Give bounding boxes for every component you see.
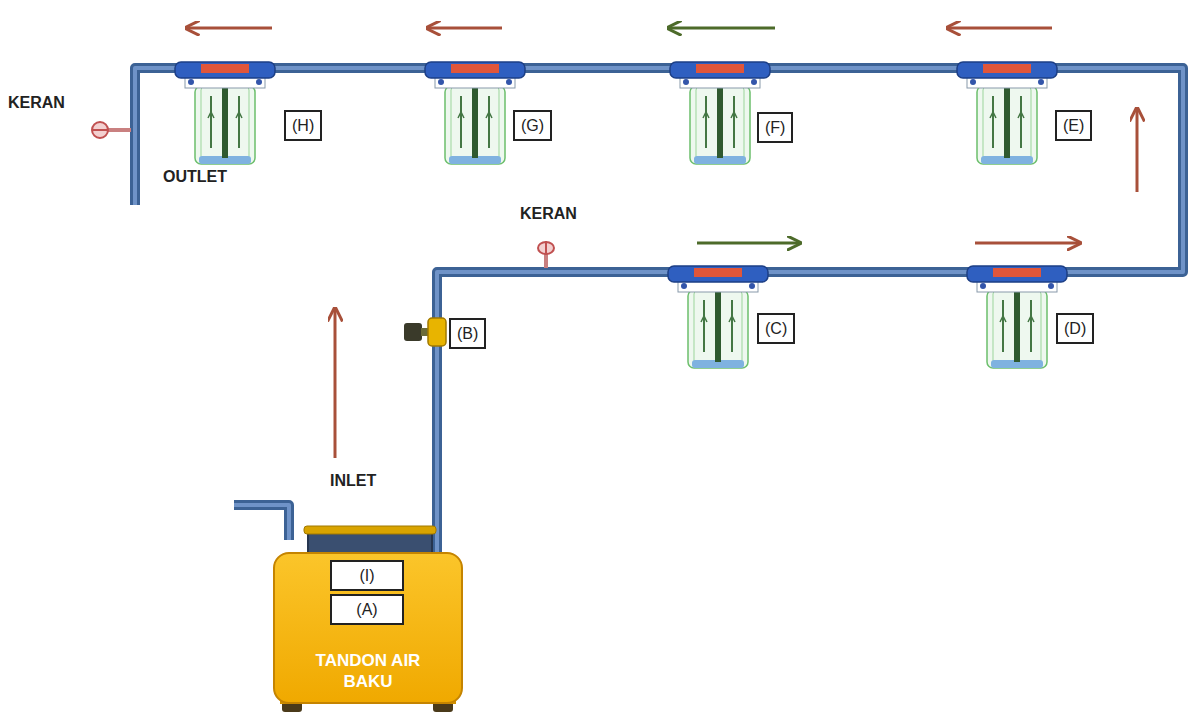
housing-part (967, 266, 1067, 282)
housing-part (983, 64, 1031, 73)
housing-part (668, 266, 768, 282)
housing-part (694, 290, 742, 364)
housing-part (993, 290, 1041, 364)
housing-part (701, 316, 735, 322)
housing-part (210, 96, 212, 148)
housing-part (195, 86, 255, 164)
housing-part (238, 96, 240, 148)
housing-part (970, 79, 976, 85)
housing-part (438, 79, 444, 85)
housing-part (1048, 283, 1054, 289)
housing-part (980, 283, 986, 289)
pipe (135, 68, 1183, 556)
tank-title: TANDON AIR BAKU (275, 650, 461, 693)
housing-part (751, 79, 757, 85)
housing-part (703, 300, 705, 352)
housing-part (715, 290, 721, 362)
callout-letter: (F) (765, 119, 785, 136)
label-box: (D) (1056, 313, 1094, 344)
label-box: (C) (757, 313, 795, 344)
housing-part (703, 112, 737, 118)
housing-part (957, 62, 1057, 164)
housing-part (668, 266, 768, 368)
callout-letter: (E) (1063, 117, 1084, 134)
housing-part (472, 86, 478, 158)
faucet (538, 241, 554, 268)
callout-letter: (A) (356, 601, 377, 618)
housing-part (993, 268, 1041, 277)
faucet (92, 122, 131, 138)
housing-part (983, 86, 1031, 160)
housing-part (717, 86, 723, 158)
housing-part (749, 283, 755, 289)
label-text: KERAN (8, 94, 65, 112)
housing-part (1020, 96, 1022, 148)
housing-part (992, 96, 994, 148)
callout-letter: (D) (1064, 320, 1086, 337)
label-text: INLET (330, 472, 376, 490)
flow-arrows (186, 28, 1137, 458)
housing-part (957, 62, 1057, 78)
housing-part (175, 62, 275, 78)
housing-part (1004, 86, 1010, 158)
housing-part (733, 96, 735, 148)
label-box: (H) (284, 110, 322, 141)
housing-part (201, 86, 249, 160)
housing-part (987, 290, 1047, 368)
housing-part (256, 79, 262, 85)
housing-part (425, 62, 525, 78)
label-text: KERAN (520, 205, 577, 223)
label-box: (F) (757, 112, 793, 143)
housing-part (967, 266, 1067, 368)
label-box: (I) (330, 560, 404, 591)
housing-part (696, 64, 744, 73)
label-box: (A) (330, 594, 404, 625)
housing-part (690, 86, 750, 164)
housing-part (451, 86, 499, 160)
housing-part (731, 300, 733, 352)
housing-part (222, 86, 228, 158)
label-box: (E) (1055, 110, 1092, 141)
housing-part (705, 96, 707, 148)
housing-part (451, 64, 499, 73)
housing-part (670, 62, 770, 164)
label-box: (G) (513, 110, 552, 141)
housing-part (681, 283, 687, 289)
housing-part (688, 290, 748, 368)
housing-part (460, 96, 462, 148)
housing-part (425, 62, 525, 164)
housing-part (694, 268, 742, 277)
callout-letter: (C) (765, 320, 787, 337)
housing-part (1038, 79, 1044, 85)
housing-part (1002, 300, 1004, 352)
housing-part (506, 79, 512, 85)
valve (404, 318, 446, 346)
housing-part (696, 86, 744, 160)
label-text: OUTLET (163, 168, 227, 186)
label-box: (B) (449, 318, 486, 349)
housing-part (445, 86, 505, 164)
housing-part (458, 112, 492, 118)
housing-part (990, 112, 1024, 118)
filter-housings (175, 62, 1067, 368)
housing-part (1000, 316, 1034, 322)
callout-letter: (G) (521, 117, 544, 134)
housing-part (1014, 290, 1020, 362)
tank-body: TANDON AIR BAKU (I) (A) (273, 552, 463, 704)
housing-part (1030, 300, 1032, 352)
housing-part (201, 64, 249, 73)
callout-letter: (I) (359, 567, 374, 584)
housing-part (175, 62, 275, 164)
housing-part (683, 79, 689, 85)
housing-part (488, 96, 490, 148)
housing-part (670, 62, 770, 78)
housing-part (188, 79, 194, 85)
housing-part (208, 112, 242, 118)
callout-letter: (B) (457, 325, 478, 342)
housing-part (977, 86, 1037, 164)
callout-letter: (H) (292, 117, 314, 134)
